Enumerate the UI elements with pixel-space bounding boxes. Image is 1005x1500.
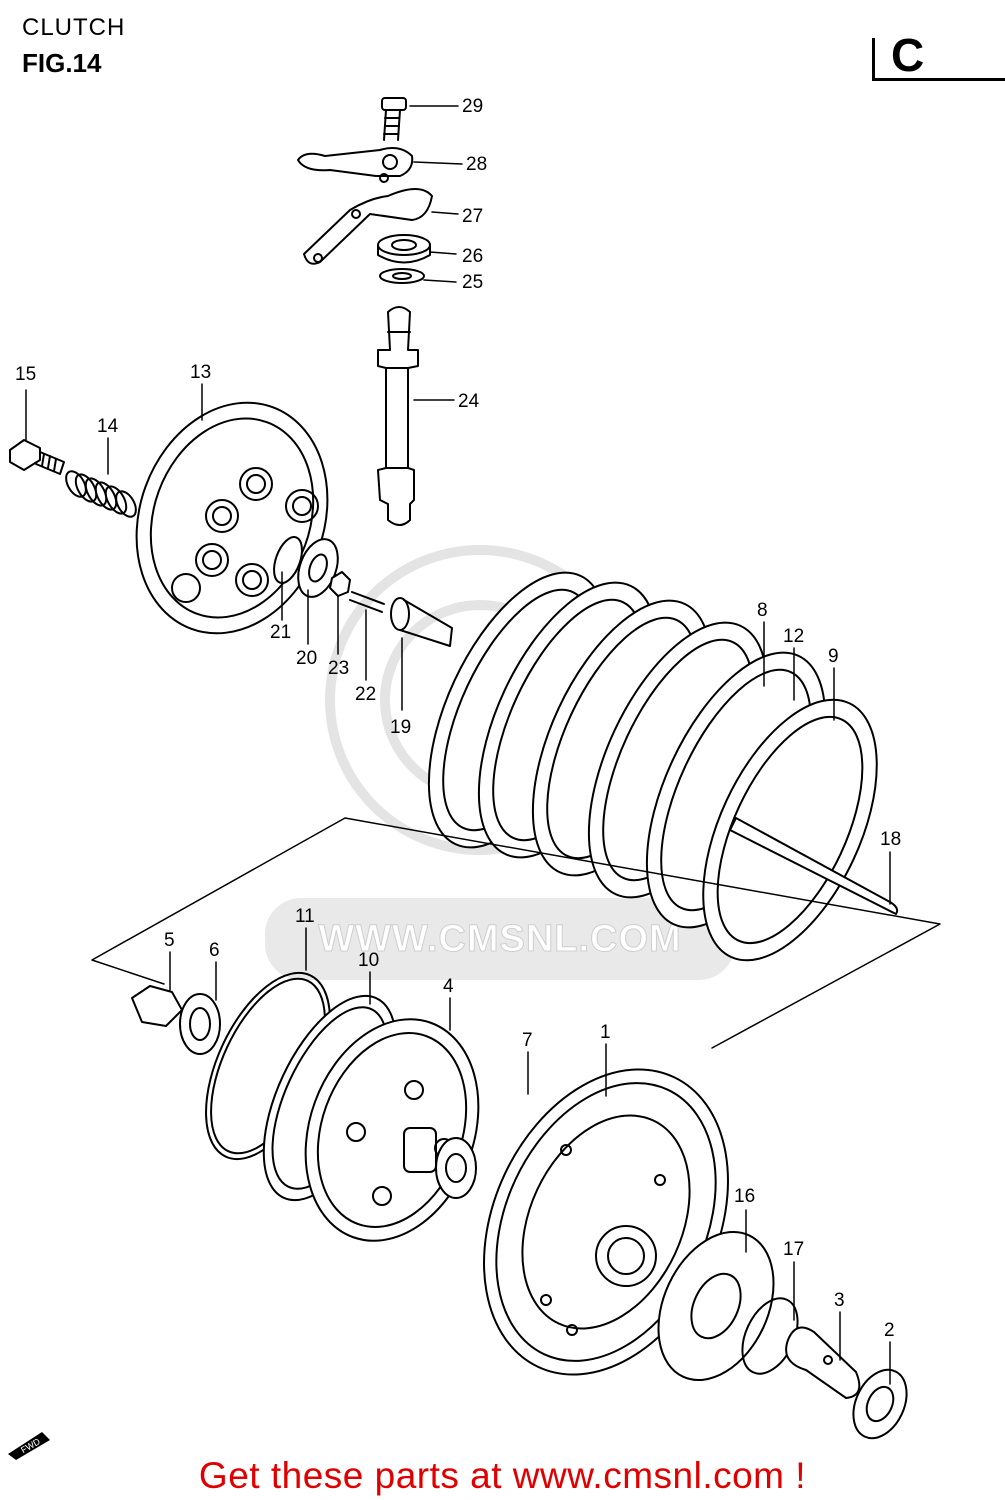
clutch-spring xyxy=(65,470,137,518)
callout-4: 4 xyxy=(443,976,454,997)
oil-seal xyxy=(377,234,431,264)
section-title: CLUTCH xyxy=(22,14,126,41)
callout-24: 24 xyxy=(458,391,480,412)
footer-cta[interactable]: Get these parts at www.cmsnl.com ! xyxy=(198,1455,807,1496)
forward-direction-tag: FWD xyxy=(6,1428,52,1467)
spacer-washer xyxy=(435,1137,477,1199)
section-code: C xyxy=(891,29,925,81)
callout-29: 29 xyxy=(462,96,483,117)
forward-arrow-icon: FWD xyxy=(8,1432,50,1460)
callout-20: 20 xyxy=(296,648,317,669)
callout-3: 3 xyxy=(834,1290,845,1311)
figure-label: FIG.14 xyxy=(22,48,102,78)
push-piece xyxy=(390,597,453,647)
callout-28: 28 xyxy=(466,154,487,175)
release-arm-screw xyxy=(381,97,407,141)
callout-10: 10 xyxy=(358,950,379,971)
callout-13: 13 xyxy=(190,362,211,383)
callout-15: 15 xyxy=(15,364,36,385)
section-code-box: C xyxy=(872,29,1005,81)
watermark-text: WWW.CMSNL.COM xyxy=(318,918,682,961)
release-arm xyxy=(297,147,414,183)
callout-25: 25 xyxy=(462,272,483,293)
clutch-plate-stack xyxy=(427,571,878,962)
nut xyxy=(329,571,351,597)
oil-pump-drive-gear xyxy=(657,1230,775,1382)
callout-21: 21 xyxy=(270,622,291,643)
thrust-bearing xyxy=(297,538,339,598)
callout-6: 6 xyxy=(209,940,220,961)
watermark-banner xyxy=(265,898,735,980)
callout-5: 5 xyxy=(164,930,175,951)
push-rod-end xyxy=(349,591,385,613)
callout-7: 7 xyxy=(522,1030,533,1051)
leader-lines xyxy=(25,105,891,1385)
callout-2: 2 xyxy=(884,1320,895,1341)
callout-11: 11 xyxy=(295,906,315,927)
sub-assembly-outline xyxy=(91,817,941,1049)
callout-22: 22 xyxy=(355,684,376,705)
callout-26: 26 xyxy=(462,246,483,267)
release-shaft xyxy=(377,306,419,526)
callout-1: 1 xyxy=(600,1022,611,1043)
callout-12: 12 xyxy=(783,626,804,647)
callout-23: 23 xyxy=(328,658,349,679)
callout-14: 14 xyxy=(97,416,119,437)
bushing xyxy=(785,1326,861,1399)
clutch-spring-bolt xyxy=(9,439,65,475)
callout-16: 16 xyxy=(734,1186,755,1207)
callout-19: 19 xyxy=(390,717,411,738)
pressure-plate xyxy=(135,401,329,635)
washer xyxy=(379,268,425,284)
thrust-washer xyxy=(852,1368,908,1440)
lock-washer xyxy=(179,993,221,1055)
callout-9: 9 xyxy=(828,646,839,667)
callout-17: 17 xyxy=(783,1239,804,1260)
callout-27: 27 xyxy=(462,206,483,227)
callout-8: 8 xyxy=(757,600,768,621)
callout-18: 18 xyxy=(880,829,901,850)
release-arm-lever xyxy=(303,188,433,265)
clutch-hub-nut xyxy=(131,985,183,1027)
